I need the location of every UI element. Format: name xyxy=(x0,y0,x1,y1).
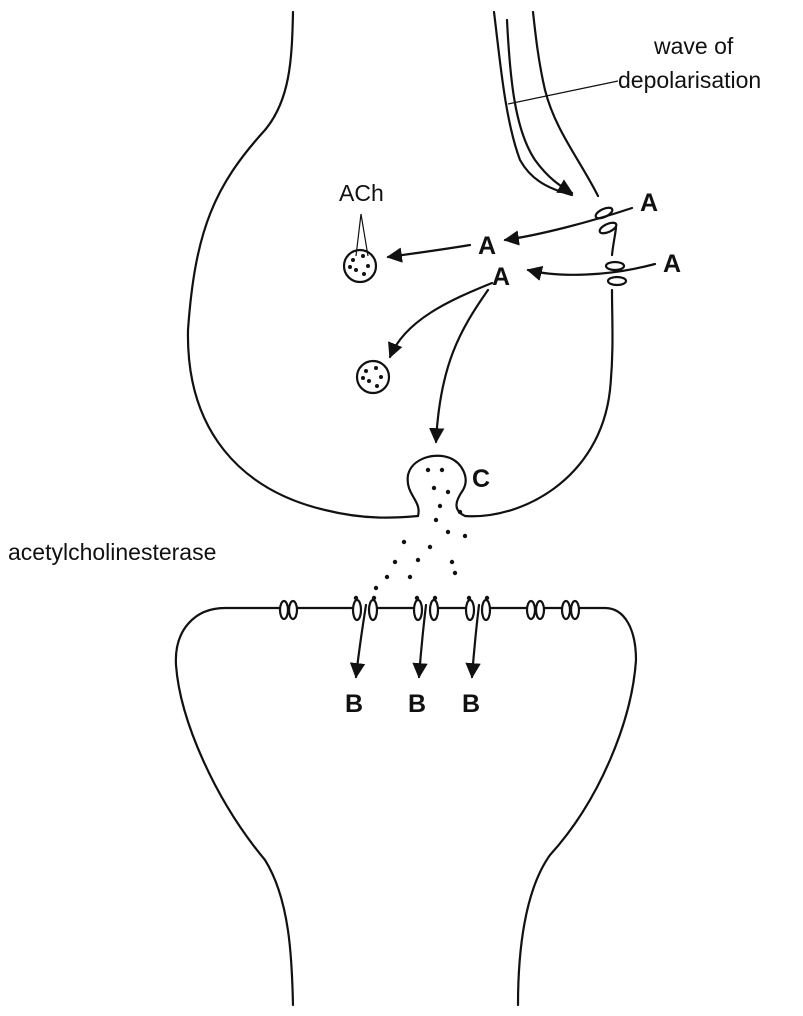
b-arrow-2 xyxy=(412,603,428,679)
a-entry-arrow-1 xyxy=(503,206,634,246)
wave-label-line2: depolarisation xyxy=(618,67,761,93)
a-to-vesicle-arrow-2 xyxy=(388,281,494,359)
postsynaptic-neurone xyxy=(174,606,638,1007)
ach-leader-2 xyxy=(360,213,369,257)
wave-label-line1: wave of xyxy=(653,33,734,59)
presynaptic-neurone xyxy=(186,10,618,519)
a-to-vesicle-arrow-1 xyxy=(386,243,472,263)
label-c: C xyxy=(472,465,490,493)
a-entry-arrow-2 xyxy=(526,262,657,281)
depolarisation-arrow xyxy=(505,18,574,195)
label-b-3: B xyxy=(462,690,480,718)
label-b-2: B xyxy=(408,690,426,718)
label-b-1: B xyxy=(345,690,363,718)
depolarisation-leader xyxy=(507,80,619,105)
vesicle-1 xyxy=(342,248,378,284)
a-to-bleb-arrow xyxy=(429,288,490,444)
ach-label: ACh xyxy=(339,180,384,206)
enzyme-label: acetylcholinesterase xyxy=(8,539,216,565)
label-a-channel-1: A xyxy=(640,189,658,217)
label-a-inside-2: A xyxy=(492,263,510,291)
b-arrow-3 xyxy=(465,603,481,679)
vesicle-2 xyxy=(355,359,391,395)
ach-molecules-cleft xyxy=(373,467,468,591)
label-a-inside-1: A xyxy=(478,232,496,260)
label-a-channel-2: A xyxy=(663,250,681,278)
receptor-channels xyxy=(278,595,581,622)
b-arrow-1 xyxy=(349,603,368,679)
ach-leader-1 xyxy=(355,213,362,257)
